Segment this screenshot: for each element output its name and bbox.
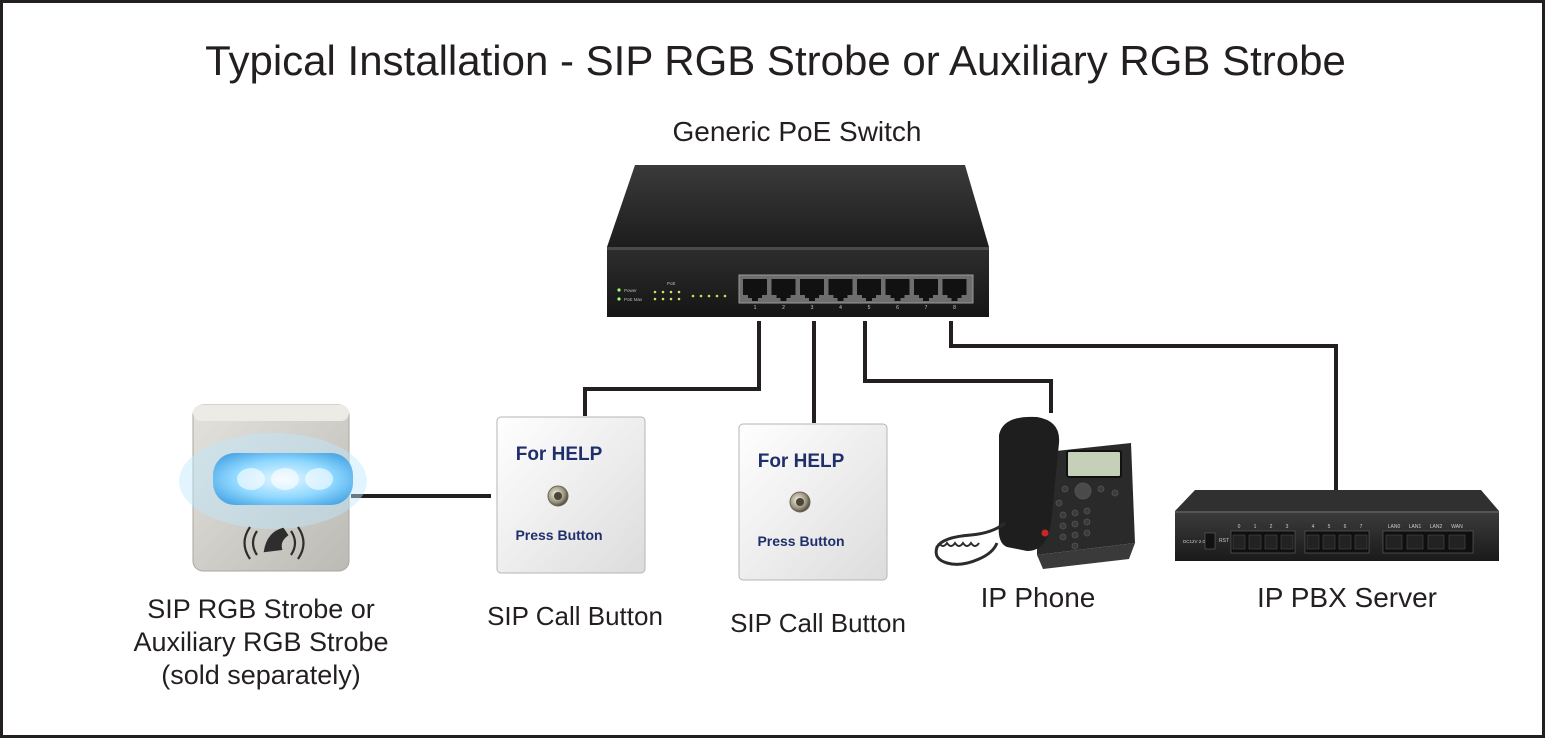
pbx-port-labels: 0 1 2 3 4 5 6 7 LAN0 LAN1 LAN2 WAN: [1232, 524, 1466, 550]
line-switch-to-call-button-1: [583, 321, 761, 416]
pbx-power-label: DC12V 2.0A: [1183, 539, 1208, 544]
switch-label: Generic PoE Switch: [672, 116, 922, 147]
strobe-label-line-2: Auxiliary RGB Strobe: [133, 626, 389, 657]
switch-port: [828, 279, 853, 301]
switch-port: [771, 279, 796, 301]
pbx-port-socket: [1232, 534, 1246, 550]
switch-port: [914, 279, 938, 301]
pbx-port-label: LAN0: [1388, 524, 1401, 530]
diagram-canvas: Power PoE Max PoE 1 2 3 4 5 6 7 8: [179, 165, 1499, 581]
pbx-port-socket: [1406, 534, 1424, 550]
pbx-label: IP PBX Server: [1256, 582, 1438, 613]
switch-port-number: 4: [839, 305, 842, 311]
pbx-port-socket: [1306, 534, 1320, 550]
pbx-port-label: WAN: [1451, 524, 1463, 530]
call-button-1-box-bottom-text: Press Button: [515, 527, 602, 543]
pbx-port-socket: [1248, 534, 1262, 550]
switch-led-label-power: Power: [624, 288, 637, 293]
ip-phone-device: [934, 416, 1135, 569]
line-switch-to-phone: [863, 321, 1053, 413]
strobe-label-line-3: (sold separately): [161, 659, 361, 690]
pbx-port-socket: [1427, 534, 1445, 550]
pbx-port-label: LAN1: [1409, 524, 1422, 530]
diagram-title: Typical Installation - SIP RGB Strobe or…: [205, 37, 1346, 84]
switch-port-number: 1: [754, 305, 757, 311]
switch-port: [743, 279, 767, 301]
switch-port-number: 8: [953, 305, 956, 311]
pbx-port-label: 6: [1344, 524, 1347, 530]
line-switch-to-pbx: [949, 321, 1338, 490]
switch-port: [857, 279, 881, 301]
call-button-2-label: SIP Call Button: [730, 608, 906, 638]
switch-port-number: 3: [811, 305, 814, 311]
switch-port-number: 5: [868, 305, 871, 311]
pbx-port-label: 0: [1238, 524, 1241, 530]
switch-port-number: 6: [896, 305, 899, 311]
switch-port-number: 7: [925, 305, 928, 311]
call-button-1-label: SIP Call Button: [487, 601, 663, 631]
strobe-phone-icon: [243, 526, 305, 560]
call-button-2-box-bottom-text: Press Button: [757, 533, 844, 549]
pbx-port-socket: [1264, 534, 1278, 550]
switch-port: [885, 279, 910, 301]
phone-label: IP Phone: [980, 582, 1096, 613]
call-button-2-box-top-text: For HELP: [758, 451, 845, 472]
pbx-port-label: 7: [1360, 524, 1363, 530]
switch-led-group-label: PoE: [667, 281, 676, 286]
pbx-port-socket: [1322, 534, 1336, 550]
pbx-port-socket: [1338, 534, 1352, 550]
strobe-label-line-1: SIP RGB Strobe or: [147, 594, 375, 624]
poe-switch: Power PoE Max PoE 1 2 3 4 5 6 7 8: [607, 165, 989, 317]
connection-lines: [351, 321, 1338, 498]
ip-pbx-server-device: DC12V 2.0A RST 0 1 2 3 4 5 6 7 LAN0 LAN1 LAN2 WAN: [1175, 490, 1499, 561]
pbx-port-socket: [1354, 534, 1368, 550]
sip-call-button-1-device: For HELP Press Button: [496, 416, 646, 574]
pbx-port-label: 3: [1286, 524, 1289, 530]
switch-port-number: 2: [782, 305, 785, 311]
pbx-reset-label: RST: [1219, 538, 1229, 544]
sip-call-button-2-device: For HELP Press Button: [738, 423, 888, 581]
pbx-port-socket: [1385, 534, 1403, 550]
pbx-port-label: 5: [1328, 524, 1331, 530]
switch-port: [800, 279, 824, 301]
pbx-port-label: 4: [1312, 524, 1315, 530]
pbx-port-label: 1: [1254, 524, 1257, 530]
strobe-label: SIP RGB Strobe or Auxiliary RGB Strobe (…: [133, 593, 388, 692]
call-button-1-box-top-text: For HELP: [516, 444, 603, 465]
switch-led-label-poe-max: PoE Max: [624, 297, 643, 302]
switch-ethernet-ports: 1 2 3 4 5 6 7 8: [738, 274, 974, 311]
pbx-port-label: 2: [1270, 524, 1273, 530]
switch-port: [942, 279, 967, 301]
pbx-port-socket: [1280, 534, 1294, 550]
pbx-port-socket: [1448, 534, 1466, 550]
switch-status-leds: Power PoE Max PoE: [617, 281, 727, 302]
rgb-strobe: [179, 404, 367, 572]
pbx-port-label: LAN2: [1430, 524, 1443, 530]
